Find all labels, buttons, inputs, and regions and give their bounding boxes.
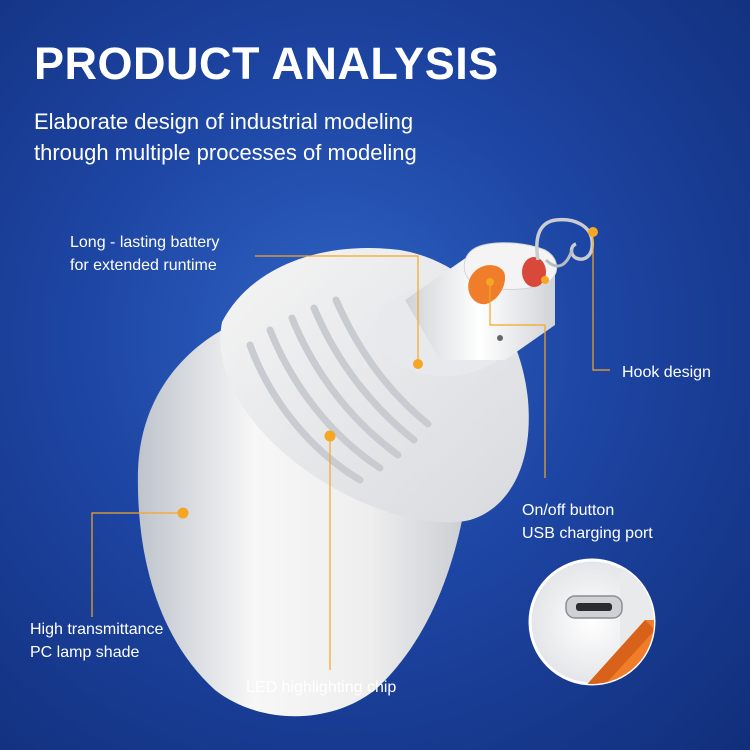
callout-led-line-1: LED highlighting chip xyxy=(246,679,397,696)
page-title: PRODUCT ANALYSIS xyxy=(34,38,499,89)
callout-dots xyxy=(177,227,598,519)
callout-button-line-2: USB charging port xyxy=(522,525,653,542)
led-bulb-icon xyxy=(137,217,595,717)
usb-port-closeup-icon xyxy=(528,558,656,686)
callout-hook-line-1: Hook design xyxy=(622,364,711,381)
subtitle-line-1: Elaborate design of industrial modeling xyxy=(34,109,414,134)
power-button-icon xyxy=(468,265,506,305)
callout-lines xyxy=(91,232,610,670)
callout-battery-line-2: for extended runtime xyxy=(70,257,217,274)
callout-shade-line-1: High transmittance xyxy=(30,621,164,638)
callout-button-port: On/off button USB charging port xyxy=(522,499,653,545)
callout-led-chip: LED highlighting chip xyxy=(246,676,396,699)
callout-button-line-1: On/off button xyxy=(522,502,615,519)
callout-lamp-shade: High transmittance PC lamp shade xyxy=(30,618,163,664)
callout-battery: Long - lasting battery for extended runt… xyxy=(70,231,219,277)
subtitle-line-2: through multiple processes of modeling xyxy=(34,140,417,165)
callout-hook: Hook design xyxy=(622,361,711,384)
callout-battery-line-1: Long - lasting battery xyxy=(70,234,220,251)
hook-icon xyxy=(535,217,595,261)
callout-shade-line-2: PC lamp shade xyxy=(30,644,140,661)
page-subtitle: Elaborate design of industrial modeling … xyxy=(34,106,514,168)
